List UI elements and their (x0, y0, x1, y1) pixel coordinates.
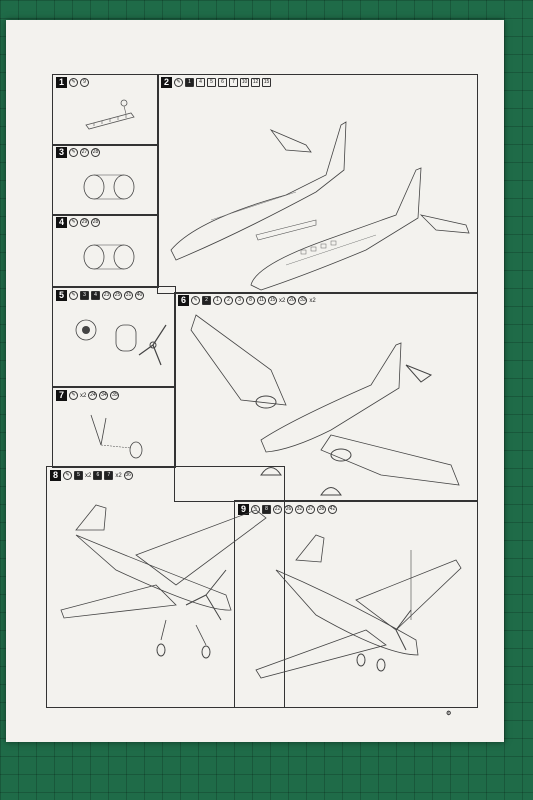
glue-icon: ✎ (69, 78, 78, 87)
step-9-frame (234, 500, 478, 708)
multiplier: x2 (80, 392, 87, 399)
step-2-drawing (170, 121, 470, 291)
step-1-drawing (85, 99, 135, 130)
step-3-label: 3 ✎ 27 28 (56, 147, 100, 158)
part-number: 24 (88, 391, 98, 400)
step-number: 9 (238, 504, 249, 515)
part-number: 32 (295, 505, 304, 514)
part-number: 7 (104, 471, 114, 480)
part-number: 40 (135, 291, 144, 300)
step-3-drawing (83, 174, 135, 200)
step-4-drawing (83, 244, 135, 270)
part-number: 7 (229, 78, 238, 87)
part-number: 3 (235, 296, 244, 305)
part-number: 4 (91, 291, 100, 300)
step-6-drawing (190, 314, 460, 496)
multiplier: x2 (115, 472, 122, 479)
multiplier: x2 (279, 297, 286, 304)
glue-icon: ✎ (191, 296, 200, 305)
step-1-label: 1 ✎ 9 (56, 77, 89, 88)
part-number: 31 (124, 291, 133, 300)
step-5-frame (52, 286, 176, 388)
step-2-label: 2 ✎ 1 4 5 6 7 10 12 15 (161, 77, 271, 88)
part-number: 37 (306, 505, 315, 514)
part-number: 5 (207, 78, 216, 87)
part-number: 23 (102, 291, 111, 300)
part-number: 33 (298, 296, 308, 305)
manufacturer-logo: ⚙ (446, 711, 452, 717)
part-number: 28 (91, 148, 100, 157)
multiplier: x2 (309, 297, 316, 304)
part-number: 2 (224, 296, 233, 305)
glue-icon: ✎ (69, 218, 78, 227)
part-number: 36 (123, 471, 133, 480)
multiplier: x2 (85, 472, 92, 479)
step-number: 1 (56, 77, 67, 88)
part-number: 38 (317, 505, 326, 514)
part-number: 5 (74, 471, 83, 480)
glue-icon: ✎ (69, 391, 78, 400)
step-3-frame (52, 144, 159, 216)
part-number: 12 (251, 78, 260, 87)
step-number: 4 (56, 217, 67, 228)
part-number: 1 (213, 296, 222, 305)
step-number: 5 (56, 290, 67, 301)
step-8-drawing (60, 504, 267, 659)
part-number: 11 (257, 296, 266, 305)
step-6-frame (174, 292, 478, 502)
part-number: 8 (246, 296, 255, 305)
part-number: 6 (218, 78, 227, 87)
step-7-label: 7 ✎ x2 24 34 35 (56, 390, 120, 401)
step-5-label: 5 ✎ 3 4 23 25 31 40 (56, 290, 144, 301)
step-4-label: 4 ✎ 29 28 (56, 217, 100, 228)
part-number: 29 (80, 218, 89, 227)
step-number: 2 (161, 77, 172, 88)
step-number: 3 (56, 147, 67, 158)
part-number: 2 (202, 296, 211, 305)
step-1-frame (52, 74, 159, 146)
part-number: 4 (196, 78, 205, 87)
part-number: 10 (240, 78, 249, 87)
part-number: 42 (328, 505, 337, 514)
step-6-label: 6 ✎ 2 1 2 3 8 11 15 x2 20 33 x2 (178, 295, 316, 306)
part-number: 35 (110, 391, 120, 400)
step-5-drawing (75, 319, 167, 366)
part-number: 9 (80, 78, 89, 87)
glue-icon: ✎ (251, 505, 260, 514)
part-number: 3 (80, 291, 89, 300)
part-number: 28 (91, 218, 100, 227)
instruction-sheet: 1 ✎ 9 2 ✎ 1 4 5 6 7 10 12 15 3 ✎ 27 28 4… (6, 20, 504, 742)
part-number: 15 (268, 296, 277, 305)
step-4-frame (52, 214, 159, 288)
step-2-frame (157, 74, 478, 294)
step-9-label: 9 ✎ 8 22 26 32 37 38 42 (238, 504, 337, 515)
glue-icon: ✎ (174, 78, 183, 87)
part-number: 20 (287, 296, 297, 305)
glue-icon: ✎ (63, 471, 72, 480)
glue-icon: ✎ (69, 291, 78, 300)
step-8-label: 8 ✎ 5 x2 6 7 x2 36 (50, 470, 133, 481)
part-number: 27 (80, 148, 89, 157)
part-number: 25 (113, 291, 122, 300)
step-7-drawing (90, 414, 143, 459)
step-number: 7 (56, 390, 67, 401)
step-number: 6 (178, 295, 189, 306)
step-8-frame (46, 466, 285, 708)
part-number: 26 (284, 505, 293, 514)
part-number: 22 (273, 505, 282, 514)
step-9-drawing (255, 534, 462, 679)
part-number: 1 (185, 78, 194, 87)
part-number: 8 (262, 505, 271, 514)
part-number: 34 (99, 391, 109, 400)
step-number: 8 (50, 470, 61, 481)
part-number: 6 (93, 471, 103, 480)
step-7-frame (52, 386, 176, 468)
glue-icon: ✎ (69, 148, 78, 157)
part-number: 15 (262, 78, 271, 87)
